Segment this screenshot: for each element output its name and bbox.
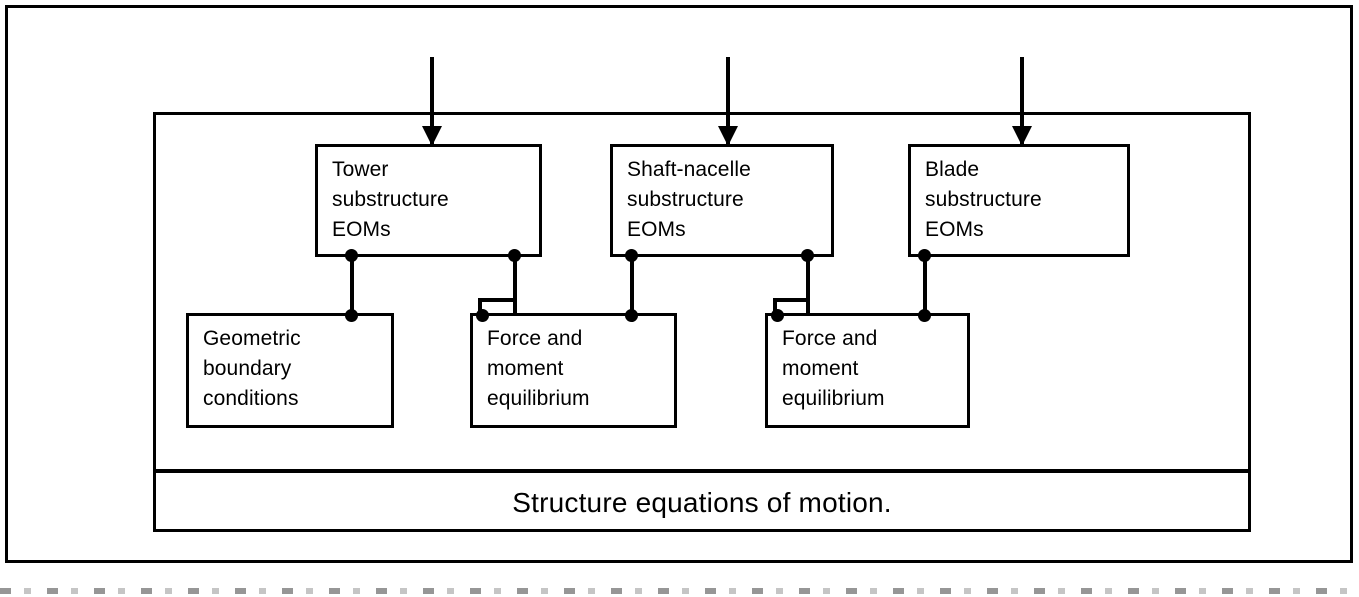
box-blade-line-2: substructure [925, 187, 1042, 211]
box-tower-line-2: substructure [332, 187, 449, 211]
box-force-and-moment-equilibrium-left[interactable]: Force and moment equilibrium [470, 313, 677, 428]
connector-tower-to-force-left [513, 255, 517, 315]
box-force-right-line-1: Force and [782, 327, 878, 350]
connector-tower-to-force-left-segment [478, 300, 482, 315]
box-geometric-boundary-conditions[interactable]: Geometric boundary conditions [186, 313, 394, 428]
junction-dot-blade-left [918, 249, 931, 262]
box-force-and-moment-equilibrium-right[interactable]: Force and moment equilibrium [765, 313, 970, 428]
outer-figure-frame [5, 5, 1353, 563]
input-arrowhead-blade [1012, 126, 1032, 146]
connector-force-left-jog [478, 298, 515, 302]
connector-blade-to-force-right [923, 255, 927, 315]
box-force-right-line-3: equilibrium [782, 386, 885, 410]
connector-shaft-to-force-right-segment [773, 300, 777, 315]
scan-artifact-strip [0, 588, 1359, 594]
input-arrow-shaft-blade [1020, 57, 1024, 145]
box-geometric-line-3: conditions [203, 386, 299, 410]
box-force-right-line-2: moment [782, 356, 859, 380]
connector-force-right-jog [773, 298, 808, 302]
box-geometric-line-1: Geometric [203, 327, 301, 350]
box-blade-substructure-eoms[interactable]: Blade substructure EOMs [908, 144, 1130, 257]
caption-divider [153, 469, 1251, 473]
box-force-left-line-3: equilibrium [487, 386, 590, 410]
box-force-left-line-2: moment [487, 356, 564, 380]
box-geometric-line-2: boundary [203, 356, 292, 380]
junction-dot-force-left-right [625, 309, 638, 322]
connector-shaft-to-force-right [806, 255, 810, 315]
box-shaft-line-2: substructure [627, 187, 744, 211]
connector-shaft-to-force-left [630, 255, 634, 315]
junction-dot-shaft-left [625, 249, 638, 262]
junction-dot-force-right-right [918, 309, 931, 322]
connector-tower-to-geometric [350, 255, 354, 315]
figure-caption: Structure equations of motion. [153, 473, 1251, 532]
input-arrow-shaft-shaft-nacelle [726, 57, 730, 145]
box-blade-line-3: EOMs [925, 217, 984, 241]
box-tower-line-1: Tower [332, 158, 389, 181]
box-tower-substructure-eoms[interactable]: Tower substructure EOMs [315, 144, 542, 257]
junction-dot-tower-right [508, 249, 521, 262]
figure-caption-text: Structure equations of motion. [512, 486, 892, 518]
box-tower-line-3: EOMs [332, 217, 391, 241]
box-shaft-line-1: Shaft-nacelle [627, 158, 751, 181]
junction-dot-shaft-right [801, 249, 814, 262]
junction-dot-geometric-top [345, 309, 358, 322]
box-blade-line-1: Blade [925, 158, 980, 181]
junction-dot-tower-left [345, 249, 358, 262]
input-arrowhead-shaft-nacelle [718, 126, 738, 146]
box-shaft-nacelle-substructure-eoms[interactable]: Shaft-nacelle substructure EOMs [610, 144, 834, 257]
input-arrow-shaft-tower [430, 57, 434, 145]
input-arrowhead-tower [422, 126, 442, 146]
box-shaft-line-3: EOMs [627, 217, 686, 241]
box-force-left-line-1: Force and [487, 327, 583, 350]
